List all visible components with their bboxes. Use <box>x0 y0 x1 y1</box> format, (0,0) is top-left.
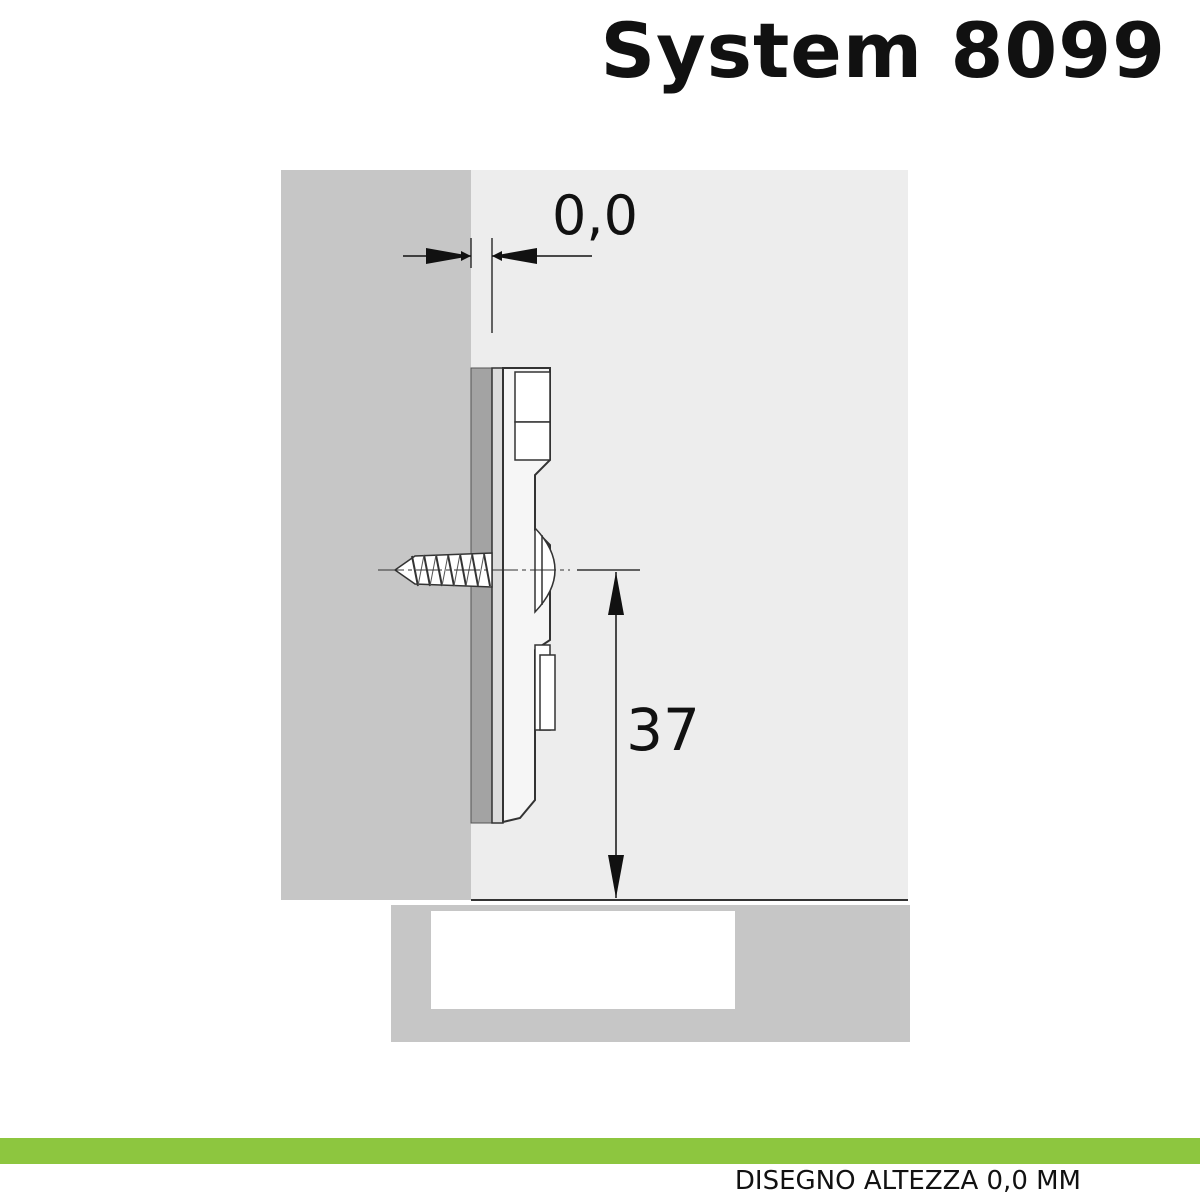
door-cutout <box>431 911 735 1009</box>
mounting-plate <box>470 367 556 824</box>
offset-label: 0,0 <box>552 184 638 247</box>
footer-caption: DISEGNO ALTEZZA 0,0 MM <box>734 1166 1081 1196</box>
cabinet-wall <box>471 170 908 900</box>
height-label: 37 <box>626 696 700 764</box>
page-title: System 8099 <box>600 6 1166 95</box>
offset-dimension <box>403 238 592 333</box>
side-panel <box>281 170 471 900</box>
height-dimension <box>577 569 640 898</box>
footer-bar <box>0 1138 1200 1164</box>
